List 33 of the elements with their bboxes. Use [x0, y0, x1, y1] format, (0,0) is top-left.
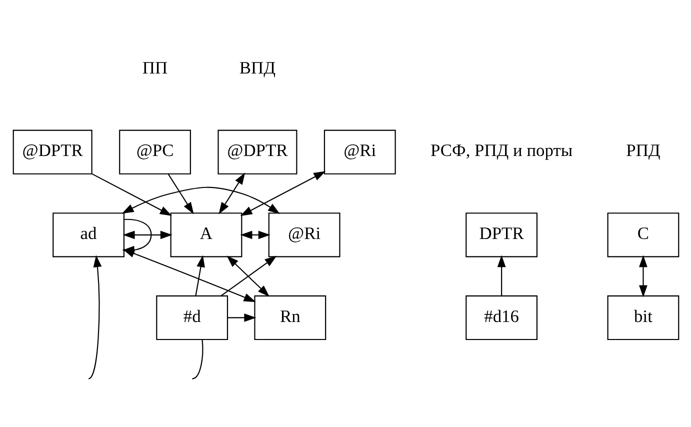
- arrow: [226, 256, 270, 297]
- node-box: @PC: [118, 130, 190, 174]
- arrow: [121, 186, 280, 214]
- arrow: [88, 255, 102, 380]
- node-box: bit: [606, 295, 679, 340]
- node-box: @DPTR: [217, 130, 297, 174]
- node-box: #d16: [465, 295, 538, 340]
- arrow: [218, 172, 245, 214]
- arrow: [167, 174, 194, 214]
- arrow: [496, 255, 506, 296]
- arrow: [638, 255, 647, 298]
- label: РПД: [626, 140, 660, 160]
- label: РСФ, РПД и порты: [430, 140, 572, 160]
- label: ПП: [142, 57, 168, 78]
- node-box: C: [606, 212, 679, 258]
- arrow: [227, 314, 256, 322]
- node-box: @DPTR: [12, 130, 92, 174]
- node-box: A: [170, 212, 242, 258]
- arrow: [220, 256, 276, 296]
- connector: [191, 340, 203, 380]
- arrow: [91, 173, 172, 216]
- label: ВПД: [238, 57, 276, 78]
- arrow: [240, 171, 326, 216]
- node-box: #d: [156, 295, 228, 340]
- arrow: [122, 230, 172, 240]
- node-box: ad: [52, 212, 124, 258]
- node-box: @Ri: [268, 212, 340, 258]
- node-box: Rn: [254, 295, 326, 340]
- node-box: @Ri: [323, 130, 396, 174]
- arrow: [240, 230, 270, 240]
- arrow: [194, 255, 204, 296]
- arrow: [122, 249, 256, 302]
- node-box: DPTR: [465, 212, 538, 258]
